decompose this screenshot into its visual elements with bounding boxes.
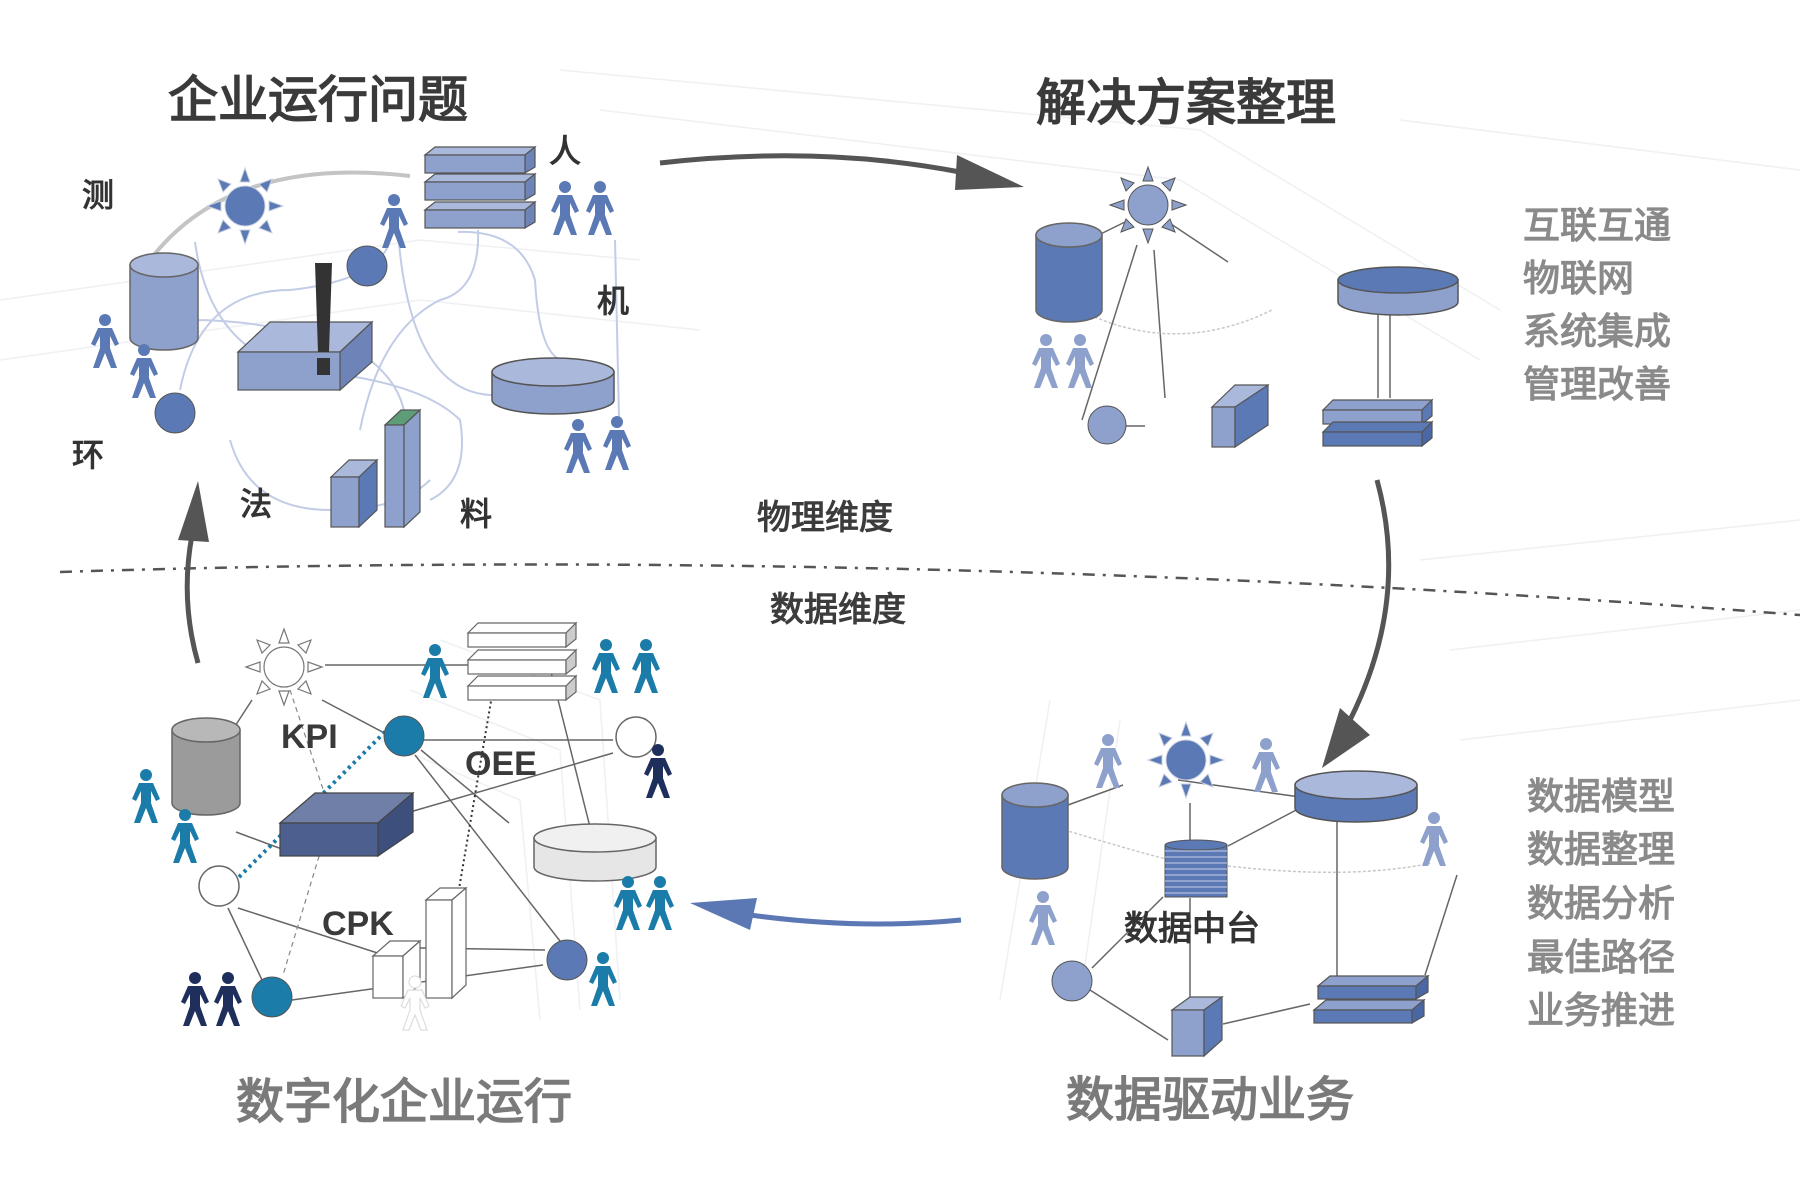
capability-item: 数据分析	[1527, 882, 1675, 925]
person-icon	[646, 876, 674, 930]
solution-item: 物联网	[1523, 257, 1634, 300]
person-icon	[586, 181, 614, 235]
person-icon	[181, 972, 209, 1026]
metric-label-oee: OEE	[465, 745, 537, 783]
solution-item: 管理改善	[1523, 363, 1671, 406]
node-circle-icon	[251, 976, 293, 1018]
node-circle-icon	[198, 865, 240, 907]
person-icon	[171, 809, 199, 863]
label-physical-dimension: 物理维度	[757, 498, 893, 538]
person-icon	[1032, 334, 1060, 388]
cylinder-icon	[171, 717, 241, 816]
machine-box-icon	[236, 320, 374, 392]
capability-item: 最佳路径	[1527, 936, 1675, 979]
person-icon	[91, 314, 119, 368]
quadrant-digital-enterprise-operation: KPI OEE CPK	[132, 621, 674, 1031]
factor-label-liao: 料	[460, 495, 492, 533]
cylinder-icon	[1001, 782, 1069, 880]
arrow-data-driven-to-digital	[690, 898, 962, 930]
sun-icon	[206, 167, 284, 245]
person-icon	[1252, 738, 1280, 792]
cylinder-icon	[1035, 222, 1103, 323]
person-icon	[1420, 812, 1448, 866]
data-hub-stack-icon	[1164, 839, 1228, 898]
title-digital-enterprise-operation: 数字化企业运行	[236, 1074, 572, 1130]
machine-box-icon	[278, 791, 415, 858]
node-circle-icon	[615, 716, 657, 758]
person-icon	[130, 344, 158, 398]
layer-stack-icon	[423, 145, 537, 230]
title-data-driven-business: 数据驱动业务	[1066, 1072, 1354, 1128]
person-icon	[1029, 891, 1057, 945]
sun-icon	[1109, 166, 1187, 244]
disc-icon	[491, 357, 615, 415]
factor-label-fa: 法	[240, 485, 272, 523]
material-blocks-icon	[329, 408, 422, 529]
person-icon	[421, 644, 449, 698]
node-circle-icon	[154, 392, 196, 434]
factor-label-ji: 机	[597, 282, 629, 320]
person-icon	[632, 639, 660, 693]
factor-label-huan: 环	[72, 436, 104, 474]
quadrant-enterprise-problems: 人 机 料 法 环 测	[72, 132, 631, 533]
capability-item: 数据整理	[1527, 828, 1675, 871]
alert-exclamation-icon	[315, 263, 332, 375]
sun-icon	[245, 628, 323, 706]
title-enterprise-problems: 企业运行问题	[168, 71, 468, 129]
factor-label-ren: 人	[549, 132, 581, 170]
disc-icon	[1337, 266, 1459, 316]
layer-stack-icon	[1321, 398, 1434, 448]
arrow-solutions-to-data-driven	[1322, 479, 1392, 768]
node-circle-icon	[1087, 405, 1127, 445]
person-icon	[1094, 734, 1122, 788]
quadrant-data-driven-business: 数据中台 数据模型 数据整理 数据分析 最佳路径 业务推进	[1001, 721, 1675, 1058]
person-icon	[589, 952, 617, 1006]
block-icon	[1210, 383, 1270, 449]
arrow-problems-to-solutions	[659, 153, 1024, 190]
capability-item: 业务推进	[1527, 989, 1675, 1032]
background-pattern	[0, 69, 1800, 1021]
sun-icon	[1147, 721, 1225, 799]
block-icon	[1170, 995, 1224, 1058]
factor-label-ce: 测	[82, 176, 114, 214]
data-capability-list: 数据模型 数据整理 数据分析 最佳路径 业务推进	[1527, 775, 1675, 1032]
person-icon	[1066, 334, 1094, 388]
arrow-digital-to-problems	[178, 481, 209, 664]
layer-stack-icon	[1312, 974, 1430, 1025]
person-icon	[214, 972, 242, 1026]
person-icon	[614, 876, 642, 930]
solution-item: 互联互通	[1523, 204, 1671, 247]
data-hub-label: 数据中台	[1124, 909, 1260, 949]
solution-item: 系统集成	[1523, 310, 1671, 353]
layer-stack-icon	[466, 621, 578, 702]
person-icon	[132, 769, 160, 823]
title-solution-organization: 解决方案整理	[1036, 74, 1336, 132]
node-circle-icon	[546, 939, 588, 981]
label-data-dimension: 数据维度	[770, 590, 906, 630]
node-circle-icon	[383, 715, 425, 757]
person-icon	[592, 639, 620, 693]
person-icon	[603, 416, 631, 470]
node-circle-icon	[346, 245, 388, 287]
disc-icon	[533, 823, 657, 882]
person-icon	[564, 419, 592, 473]
solution-list: 互联互通 物联网 系统集成 管理改善	[1523, 204, 1671, 406]
quadrant-solution-organization: 互联互通 物联网 系统集成 管理改善	[1032, 166, 1671, 449]
dimension-divider-line	[59, 563, 1800, 617]
person-icon	[380, 194, 408, 248]
person-icon	[551, 181, 579, 235]
cylinder-icon	[129, 252, 199, 351]
capability-item: 数据模型	[1527, 775, 1675, 818]
disc-icon	[1294, 770, 1418, 823]
metric-label-cpk: CPK	[322, 905, 394, 943]
node-circle-icon	[1051, 960, 1093, 1002]
metric-label-kpi: KPI	[281, 718, 338, 756]
